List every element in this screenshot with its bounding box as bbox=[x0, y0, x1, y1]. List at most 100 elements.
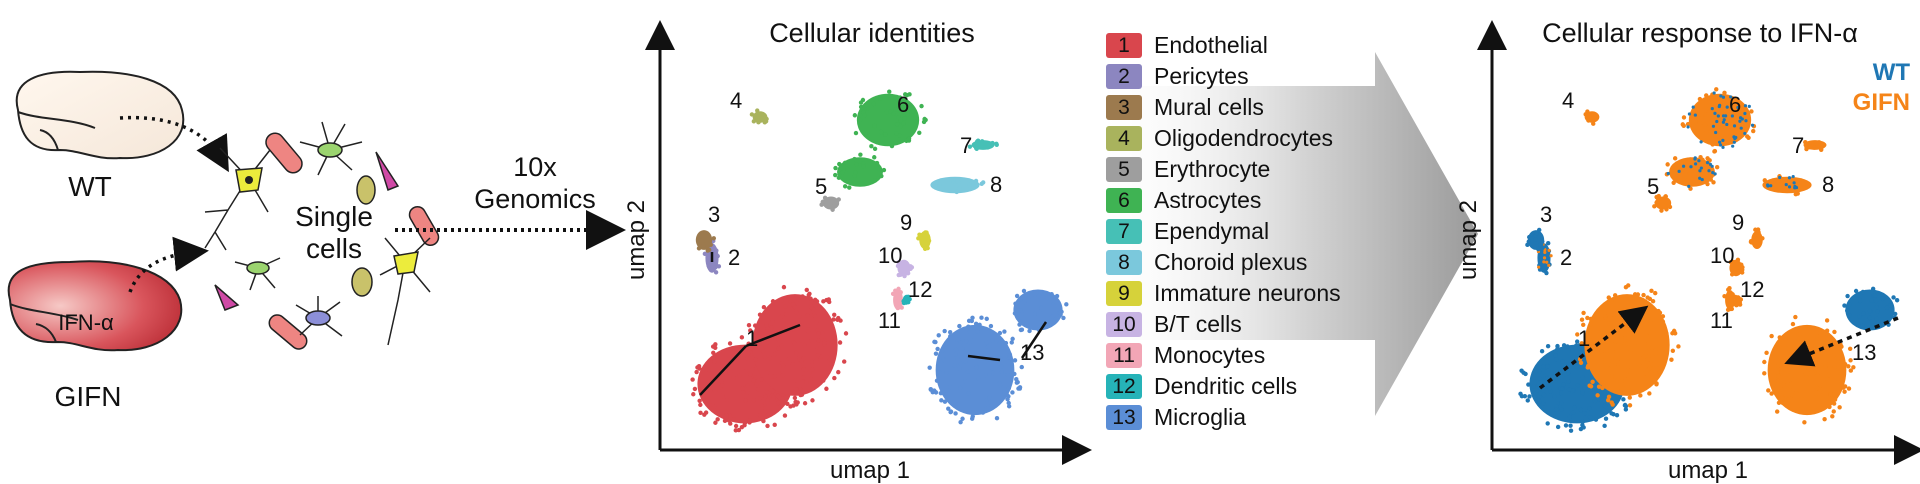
legend-swatch: 6 bbox=[1106, 188, 1142, 213]
response-cluster-13 bbox=[1762, 286, 1900, 425]
cell-dot bbox=[746, 322, 752, 328]
cell-dot bbox=[1755, 227, 1761, 232]
cell-dot bbox=[991, 370, 996, 376]
cell-dot bbox=[715, 253, 720, 259]
cell-dot bbox=[1693, 113, 1697, 117]
cell-dot bbox=[1681, 164, 1686, 168]
cell-dot bbox=[862, 113, 868, 118]
cell-dot bbox=[1575, 383, 1581, 388]
cell-dot bbox=[1652, 204, 1657, 209]
cluster-9 bbox=[916, 230, 932, 251]
legend-label: B/T cells bbox=[1154, 311, 1242, 337]
cell-dot bbox=[839, 170, 845, 175]
cell-dot bbox=[1711, 180, 1716, 185]
response-cluster-label: 1 bbox=[1578, 326, 1590, 351]
cell-dot bbox=[794, 309, 799, 315]
cell-dot bbox=[1725, 98, 1730, 103]
cell-dot bbox=[894, 122, 900, 127]
cell-dot bbox=[865, 106, 870, 111]
cell-dot bbox=[1836, 358, 1841, 364]
cell-dot bbox=[808, 296, 813, 301]
cell-dot bbox=[1568, 423, 1573, 428]
cell-dot bbox=[1640, 298, 1646, 303]
legend-swatch: 10 bbox=[1106, 312, 1142, 337]
cell-dot bbox=[1599, 339, 1604, 344]
cell-dot bbox=[1832, 397, 1838, 402]
cell-dot bbox=[1743, 131, 1747, 136]
cell-dot bbox=[1789, 358, 1794, 363]
cell-dot bbox=[1722, 293, 1727, 299]
cell-dot bbox=[749, 112, 755, 117]
cell-dot bbox=[953, 352, 958, 357]
cell-dot bbox=[1049, 292, 1054, 297]
cell-dot bbox=[783, 304, 788, 309]
cell-dot bbox=[947, 384, 953, 390]
cell-dot bbox=[1746, 135, 1751, 140]
cell-dot bbox=[1846, 364, 1851, 369]
gifn-label: GIFN bbox=[55, 381, 122, 412]
cell-dot bbox=[712, 359, 717, 365]
cell-dot bbox=[1824, 318, 1830, 323]
cell-dot bbox=[748, 372, 753, 377]
cell-dot bbox=[1602, 403, 1608, 409]
cell-dot bbox=[1691, 105, 1695, 109]
cell-dot bbox=[861, 164, 866, 170]
response-cluster-label: 5 bbox=[1647, 174, 1659, 199]
cell-dot bbox=[1814, 336, 1820, 341]
cell-dot bbox=[1705, 96, 1710, 102]
cell-dot bbox=[935, 346, 940, 352]
cell-dot bbox=[816, 331, 821, 336]
cell-dot bbox=[964, 327, 969, 332]
cell-dot bbox=[1702, 122, 1708, 127]
cell-dot bbox=[1582, 385, 1587, 390]
cluster-label: 12 bbox=[908, 277, 932, 302]
cell-dot bbox=[902, 97, 907, 103]
cell-dot bbox=[987, 395, 992, 401]
cell-dot bbox=[826, 297, 831, 302]
cell-dot bbox=[1534, 230, 1539, 236]
cell-dot bbox=[1793, 314, 1798, 320]
cell-dot bbox=[893, 288, 898, 293]
cell-dot bbox=[997, 330, 1003, 336]
cell-dot bbox=[1623, 285, 1629, 290]
cell-dot bbox=[901, 121, 906, 126]
cell-dot bbox=[916, 236, 921, 241]
cell-dot bbox=[756, 114, 761, 119]
cell-dot bbox=[764, 390, 770, 395]
cell-dot bbox=[1666, 201, 1671, 206]
cell-dot bbox=[1611, 312, 1617, 318]
cell-dot bbox=[1039, 306, 1044, 312]
cell-dot bbox=[946, 406, 951, 411]
cell-dot bbox=[902, 273, 907, 279]
cell-dot bbox=[1813, 367, 1818, 372]
cell-dot bbox=[871, 101, 876, 107]
cell-dot bbox=[692, 386, 698, 392]
cell-dot bbox=[836, 369, 841, 375]
cell-dot bbox=[999, 369, 1004, 375]
cell-dot bbox=[1605, 397, 1611, 403]
cell-dot bbox=[1860, 289, 1866, 295]
cell-dot bbox=[1579, 317, 1585, 322]
cell-dot bbox=[1743, 104, 1748, 108]
cell-dot bbox=[847, 185, 852, 190]
cell-dot bbox=[1599, 315, 1604, 321]
cell-dot bbox=[872, 178, 878, 183]
cell-dot bbox=[1762, 371, 1767, 376]
cell-dot bbox=[1799, 372, 1805, 378]
cluster-10 bbox=[895, 259, 915, 279]
cell-dot bbox=[755, 108, 760, 113]
cell-dot bbox=[745, 383, 750, 389]
cell-dot bbox=[1693, 162, 1698, 166]
cell-dot bbox=[1649, 288, 1654, 294]
cell-dot bbox=[1725, 295, 1731, 300]
cell-dot bbox=[1014, 293, 1020, 299]
cell-dot bbox=[1580, 422, 1585, 428]
cell-dot bbox=[942, 358, 948, 364]
cell-dot bbox=[1006, 386, 1011, 391]
cell-dot bbox=[1626, 341, 1632, 347]
cell-dot bbox=[1736, 105, 1740, 110]
cell-dot bbox=[1609, 411, 1614, 416]
cell-dot bbox=[1792, 181, 1796, 185]
cell-dot bbox=[990, 338, 995, 343]
cell-dot bbox=[1613, 355, 1618, 360]
